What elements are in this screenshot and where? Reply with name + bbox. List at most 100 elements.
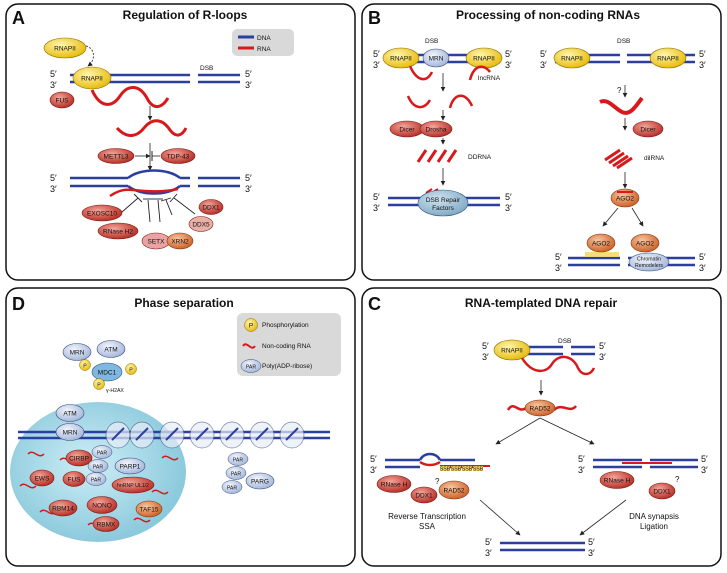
rad52-bound [438,480,470,500]
mrn-b [422,48,450,68]
cirbp [65,449,93,467]
gamma-h2ax-label: γ-H2AX [106,388,124,394]
c-l-5: 5′ [370,454,377,464]
dilrna-label: dilRNA [644,155,665,162]
arrow-rnapii-recruit [85,45,94,67]
lncrna-left [408,65,434,81]
dna-c-right [593,458,698,469]
rnapii-b3 [553,47,591,69]
ago2-free [610,188,640,208]
setx-label: SETX [148,239,166,246]
tdp43-label: TDP-43 [167,154,190,161]
c-r-5r: 5′ [701,454,708,464]
ews [29,469,55,487]
rnapii-b3-label: RNAPII [561,56,583,63]
nascent-rna-a [90,86,170,108]
panel-b-letter: B [368,8,381,28]
b-b-5r: 5′ [699,252,706,262]
synapsis-label: DNA synapsis [629,512,679,521]
fus-d [62,471,86,487]
rnapii-c [493,339,531,361]
c-question-1: ? [435,477,440,486]
dna-c-repaired [500,541,585,552]
panel-b: B Processing of non-coding RNAs 5′ 3′ 5′… [361,3,722,281]
c-t-3r: 3′ [599,352,606,362]
fus-d-label: FUS [68,477,82,484]
panel-a: A Regulation of R-loops DNA RNA RNAPII 5… [5,3,356,281]
nascent-rna-c [520,355,596,376]
b-r-3r: 3′ [505,203,512,213]
taf15 [135,500,163,518]
ddx1-c2 [648,482,676,500]
rnaseh-c2 [599,471,635,489]
panel-b-title: Processing of non-coding RNAs [456,8,640,22]
a-top-3: 3′ [50,80,57,90]
par-e2-label: PAR [231,472,242,478]
par-d1 [91,445,113,459]
ssb-2: SSB [451,466,462,472]
rnapii-bound-label: RNAPII [81,76,103,83]
mrn-d-label: MRN [63,430,78,437]
legend-phos: Phosphorylation [262,322,309,329]
phase-legend: P Phosphorylation Non-coding RNA PAR Pol… [237,313,341,376]
arrow-c5 [579,499,627,536]
dicer-b2 [632,120,664,138]
b-b-3r: 3′ [699,263,706,273]
a-top-5r: 5′ [245,69,252,79]
ago2-right-label: AGO2 [636,241,654,248]
c-question-2: ? [675,475,680,484]
fus-a [49,91,75,109]
b-l-5: 5′ [373,49,380,59]
rnapii-b2-label: RNAPII [473,56,495,63]
p-2 [125,363,137,375]
p-3-label: P [97,383,101,389]
arrow-b8 [602,207,619,227]
rad52-rna-r [553,405,577,411]
panel-a-letter: A [12,8,25,28]
mettl3 [97,148,135,164]
rt-label: Reverse Transcription [388,512,466,521]
free-rna-a [115,119,188,137]
drosha-label: Drosha [426,127,447,134]
remodelers-label: Remodelers [635,263,663,269]
ssb-3: SSB [462,466,473,472]
panel-a-title: Regulation of R-loops [123,8,248,22]
cirbp-label: CIRBP [69,456,89,463]
mdc1-label: MDC1 [98,370,117,377]
panel-b-frame [361,3,722,281]
b-l-5r: 5′ [505,49,512,59]
lncrna-right [468,65,491,81]
parp1-label: PARP1 [120,464,141,471]
ddx1-a [198,199,224,215]
ago2-left-label: AGO2 [592,241,610,248]
dna-rna-legend: DNA RNA [232,29,294,56]
p-1 [79,359,91,371]
r-loop [70,169,240,198]
b-rr-dsb: DSB [617,38,630,45]
rnapii-b4-label: RNAPII [657,56,679,63]
b-rr-3r: 3′ [699,60,706,70]
rbm14-label: RBM14 [52,506,74,513]
rnapii-free-label: RNAPII [54,46,76,53]
panel-c-letter: C [368,294,381,314]
b-question: ? [617,86,622,95]
ews-label: EWS [35,476,50,483]
ddx1-a-label: DDX1 [202,205,220,212]
nono [86,496,118,514]
parg [245,472,275,490]
c-f-3: 3′ [485,548,492,558]
ago2-right [630,233,660,253]
legend-rna: RNA [257,46,271,53]
parg-label: PARG [251,479,269,486]
c-t-5: 5′ [482,341,489,351]
r-loop-inhibitions [121,193,196,223]
a-mid-5r: 5′ [245,173,252,183]
panel-c: C RNA-templated DNA repair 5′ 3′ 5′ 3′ D… [361,287,722,567]
a-top-5: 5′ [50,69,57,79]
mrn-d [55,423,85,441]
c-r-3r: 3′ [701,465,708,475]
legend-par: Poly(ADP-ribose) [262,363,312,370]
xrn2-label: XRN2 [171,239,189,246]
rbmx-label: RBMX [97,522,116,529]
